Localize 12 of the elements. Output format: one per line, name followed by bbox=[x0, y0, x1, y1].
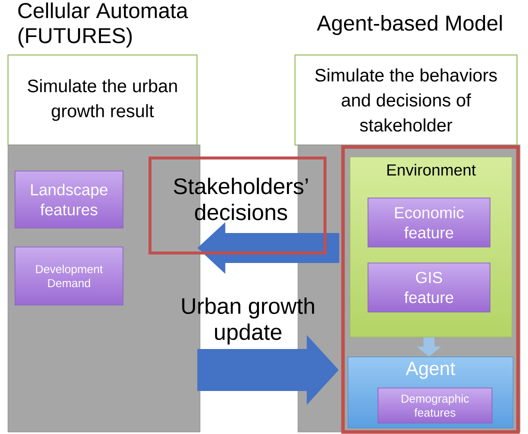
edge-label: Urban growth update bbox=[182, 298, 314, 344]
feature-box: Demographic features bbox=[378, 388, 492, 424]
feature-box: Landscape features bbox=[14, 170, 124, 228]
feature-box: Economic feature bbox=[368, 198, 490, 248]
feature-box: Development Demand bbox=[14, 246, 124, 306]
feature-box: GIS feature bbox=[368, 262, 490, 312]
text-box: Simulate the urban growth result bbox=[8, 54, 198, 146]
highlight-frame bbox=[341, 145, 520, 434]
edge-label: Stakeholders’ decisions bbox=[174, 178, 308, 220]
heading: Cellular Automata (FUTURES) bbox=[18, 2, 188, 48]
heading: Agent-based Model bbox=[316, 14, 502, 36]
text-box: Simulate the behaviors and decisions of stakeholder bbox=[294, 54, 518, 146]
